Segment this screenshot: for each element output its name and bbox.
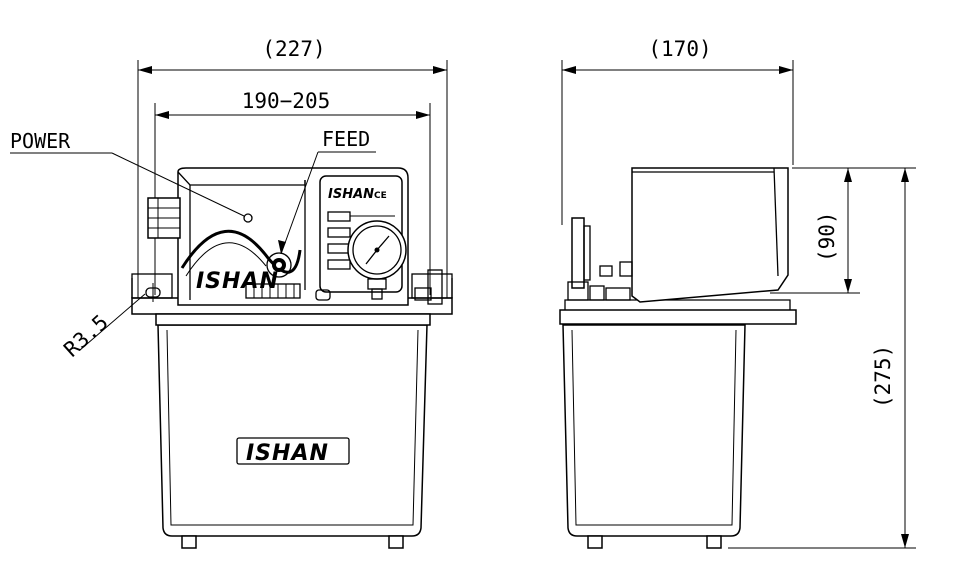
label-feed-text: FEED xyxy=(322,127,370,151)
power-lamp xyxy=(243,213,253,223)
outlet-fitting xyxy=(427,269,443,305)
side-base-top xyxy=(564,299,791,310)
dim-mount-width: 190−205 xyxy=(154,89,431,295)
dim-overall-width-label: (227) xyxy=(262,37,325,61)
gear-teeth xyxy=(245,283,301,299)
side-view: (170) (90) xyxy=(559,37,916,549)
oil-tank-inner-edge xyxy=(166,329,419,526)
panel-ce-mark: CE xyxy=(374,191,387,201)
dim-head-height: (90) xyxy=(770,167,860,294)
fill-plug xyxy=(315,289,331,301)
oil-tank xyxy=(157,324,428,537)
label-power: POWER xyxy=(10,129,245,217)
tank-brand-logo: ISHAN xyxy=(246,441,329,466)
tank-foot-right xyxy=(388,535,404,549)
pressure-gauge xyxy=(347,220,407,300)
label-feed: FEED xyxy=(278,127,376,255)
tank-brand-plate: ISHAN xyxy=(236,437,350,466)
dim-overall-depth: (170) xyxy=(561,37,794,225)
side-gauge xyxy=(571,217,585,289)
panel-brand: ISHAN xyxy=(328,187,374,202)
side-tank-foot-left xyxy=(587,535,603,549)
mount-bracket-right xyxy=(411,273,453,299)
housing-swoosh xyxy=(180,230,302,274)
side-tank-inner-edge xyxy=(571,329,737,526)
side-base-plate xyxy=(559,309,797,325)
side-fitting-left xyxy=(567,281,589,301)
housing-brand-logo: ISHAN xyxy=(196,269,279,294)
outlet-nut xyxy=(414,287,432,301)
dim-mount-width-label: 190−205 xyxy=(242,89,331,113)
side-tank-foot-right xyxy=(706,535,722,549)
dim-overall-depth-label: (170) xyxy=(648,37,711,61)
dim-overall-width: (227) xyxy=(137,37,448,300)
side-motor-housing xyxy=(631,167,789,303)
label-hole-radius-text: R3.5 xyxy=(59,310,113,362)
base-flange xyxy=(155,313,431,326)
dim-head-height-label: (90) xyxy=(815,211,839,262)
tank-foot-left xyxy=(181,535,197,549)
feed-button xyxy=(266,252,292,278)
side-oil-tank xyxy=(562,324,746,537)
dim-overall-height: (275) xyxy=(728,167,916,549)
cable-gland xyxy=(147,197,181,239)
front-view: (227) 190−205 xyxy=(10,37,453,549)
label-power-text: POWER xyxy=(10,129,71,153)
dim-overall-height-label: (275) xyxy=(871,345,895,408)
mount-bracket-left xyxy=(131,273,173,299)
side-fitting-right xyxy=(605,287,631,301)
